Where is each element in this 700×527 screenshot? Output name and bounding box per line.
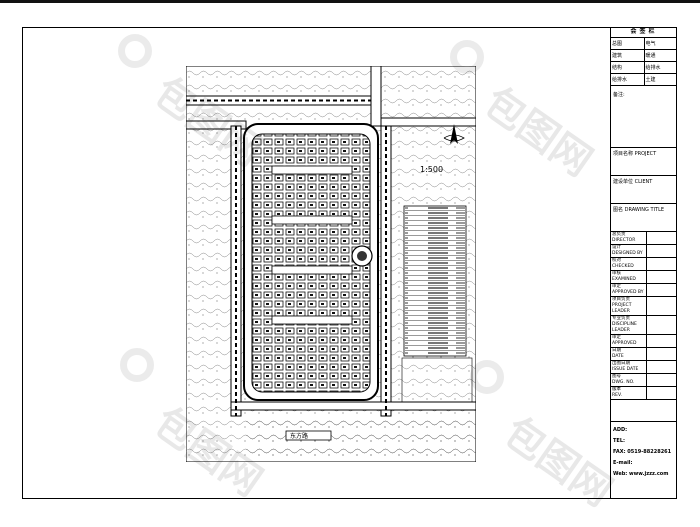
- role-label-en: CHECKED: [612, 264, 634, 269]
- countersign-row: 总图电气: [611, 38, 677, 50]
- project-name-label: 项目名称 PROJECT: [613, 151, 657, 157]
- role-signature: [646, 334, 677, 348]
- title-block: 会签栏 总图电气建筑暖通结构给排水给排水土建 备注: 项目名称 PROJECT …: [610, 27, 677, 499]
- contact-info: ADD: TEL: FAX: 0519-88228261 E-mail: Web…: [611, 422, 677, 483]
- role-label-cn: 审核: [612, 271, 621, 276]
- countersign-cell: 暖通: [644, 49, 677, 62]
- role-signature: [646, 315, 677, 335]
- client-label: 建设单位 CLIENT: [613, 179, 653, 185]
- role-label-cn: 审定: [612, 284, 621, 289]
- role-signature: [646, 257, 677, 271]
- role-label-cn: 设计: [612, 245, 621, 250]
- north-arrow-icon: [443, 124, 465, 144]
- role-label-cn: 图号: [612, 374, 621, 379]
- role-signature: [646, 373, 677, 387]
- role-label-cn: 专业负责: [612, 316, 630, 321]
- countersign-row: 给排水土建: [611, 73, 677, 86]
- countersign-cell: 建筑: [611, 49, 645, 62]
- site-plan: 1:500 东方路: [186, 66, 476, 462]
- role-signature: [646, 283, 677, 297]
- top-border: [0, 0, 700, 3]
- countersign-cell: 结构: [611, 61, 645, 74]
- role-signature: [646, 244, 677, 258]
- countersign-table: 总图电气建筑暖通结构给排水给排水土建: [611, 38, 677, 86]
- role-signature: [646, 232, 677, 245]
- role-label-cn: 总负责: [612, 232, 626, 237]
- role-label-cn: 版本: [612, 387, 621, 392]
- fax-line: FAX: 0519-88228261: [613, 449, 672, 455]
- project-name-field: 项目名称 PROJECT: [611, 148, 677, 176]
- role-label-en: DWG. NO.: [612, 380, 635, 385]
- role-label-cn: 项目负责: [612, 297, 630, 302]
- role-label-cn: 审定: [612, 335, 621, 340]
- role-label-en: EXAMINED: [612, 277, 636, 282]
- countersign-cell: 给排水: [644, 61, 677, 74]
- scale-label: 1:500: [420, 165, 443, 174]
- role-label-en: PROJECT LEADER: [612, 303, 632, 314]
- role-signature: [646, 386, 677, 400]
- countersign-row: 建筑暖通: [611, 49, 677, 62]
- role-signature: [646, 347, 677, 361]
- client-field: 建设单位 CLIENT: [611, 176, 677, 204]
- remark-label: 备注:: [613, 92, 625, 98]
- role-label-en: DIRECTOR: [612, 238, 636, 243]
- role-label-cn: 出图日期: [612, 361, 630, 366]
- countersign-cell: 电气: [644, 38, 677, 50]
- role-label-en: APPROVED: [612, 341, 637, 346]
- countersign-header: 会签栏: [611, 27, 677, 38]
- drawing-title-field: 图名 DRAWING TITLE: [611, 204, 677, 232]
- drawing-title-label: 图名 DRAWING TITLE: [613, 207, 665, 213]
- role-label-cn: 校对: [612, 258, 621, 263]
- role-label-en: REV.: [612, 393, 622, 398]
- email-line: E-mail:: [613, 460, 633, 466]
- website-line: Web: www.jzzz.com: [613, 471, 669, 477]
- role-label-en: APPROVED BY: [612, 290, 644, 295]
- countersign-cell: 总图: [611, 38, 645, 50]
- countersign-cell: 土建: [644, 73, 677, 86]
- role-label-en: ISSUE DATE: [612, 367, 639, 372]
- countersign-cell: 给排水: [611, 73, 645, 86]
- address-line: ADD:: [613, 427, 628, 433]
- blank-field: [611, 400, 677, 422]
- role-label-cn: 日期: [612, 348, 621, 353]
- remark-field: 备注:: [611, 86, 677, 148]
- road-name-label: 东方路: [290, 432, 308, 440]
- site-plan-drawing: 1:500 东方路: [186, 66, 476, 462]
- role-signature: [646, 296, 677, 316]
- role-label-en: DISCIPLINE LEADER: [612, 322, 637, 333]
- role-signature: [646, 360, 677, 374]
- role-signature: [646, 270, 677, 284]
- telephone-line: TEL:: [613, 438, 626, 444]
- role-label-en: DATE: [612, 354, 624, 359]
- role-label-en: DESIGNED BY: [612, 251, 643, 256]
- countersign-row: 结构给排水: [611, 61, 677, 74]
